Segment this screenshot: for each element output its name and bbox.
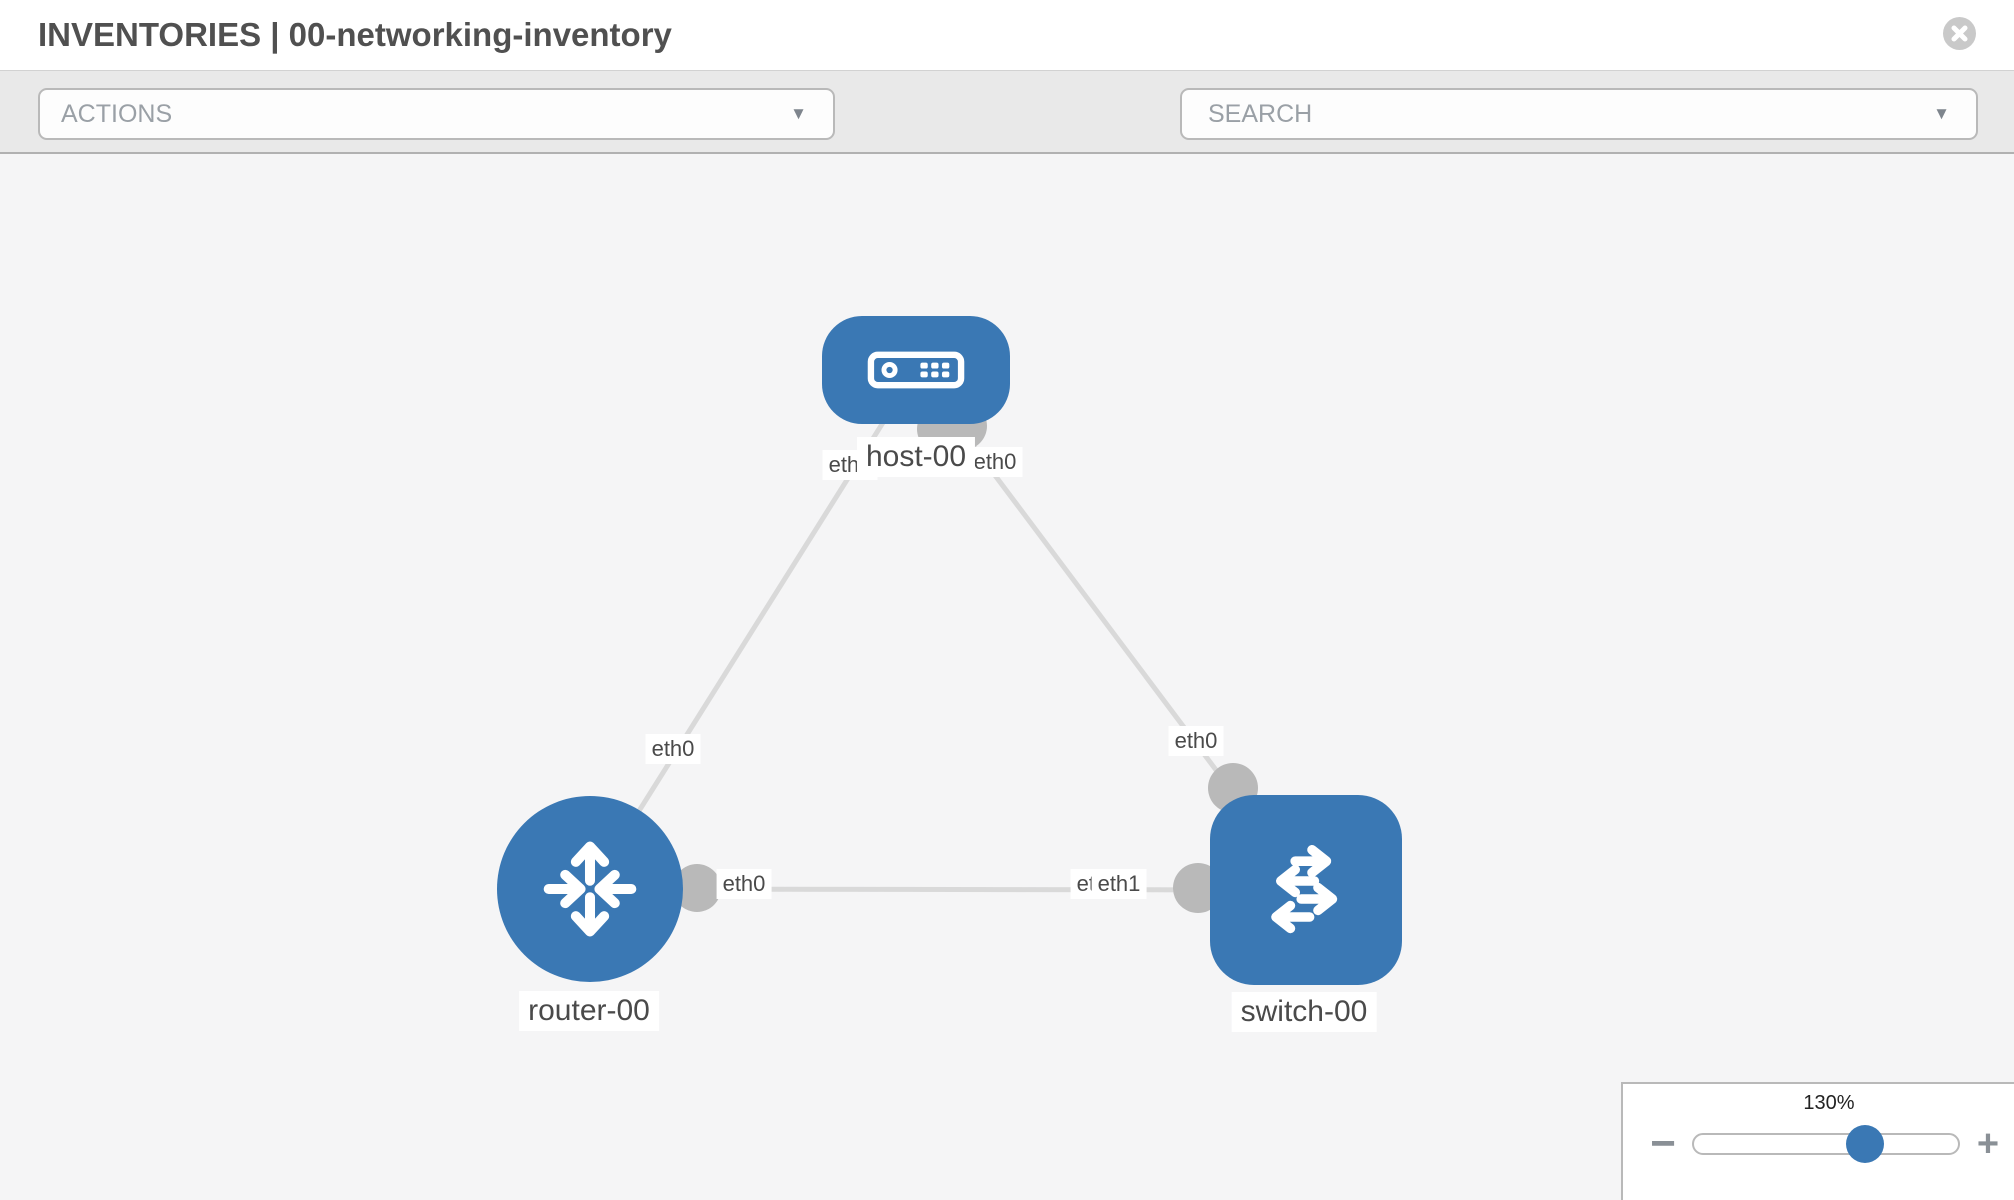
zoom-level: 130% [1803, 1092, 1855, 1114]
node-host-00[interactable] [822, 316, 1010, 424]
zoom-in-button[interactable]: + [1976, 1123, 2000, 1165]
node-label-switch: switch-00 [1231, 992, 1377, 1032]
interface-connector[interactable] [673, 864, 721, 912]
zoom-out-button[interactable]: − [1650, 1119, 1676, 1168]
interface-label: eth0 [1168, 726, 1224, 756]
actions-dropdown-label: ACTIONS [61, 99, 173, 128]
node-router-00[interactable] [497, 796, 683, 982]
switch-icon [1271, 845, 1338, 934]
close-icon [1951, 25, 1968, 42]
host-icon [867, 351, 965, 389]
toolbar: ACTIONS ▼ SEARCH ▼ [0, 70, 2014, 202]
interface-label: eth0 [967, 447, 1023, 477]
chevron-down-icon: ▼ [790, 104, 807, 123]
zoom-slider-track[interactable] [1692, 1133, 1960, 1155]
chevron-down-icon: ▼ [1933, 104, 1950, 123]
node-label-router: router-00 [519, 991, 659, 1031]
zoom-control-panel: 130% − + [1621, 1082, 2014, 1200]
close-button[interactable] [1943, 17, 1976, 50]
topology-canvas[interactable]: eth0 eth0 eth0 eth0 eth0 eth0 eth1 host-… [0, 154, 2014, 1200]
actions-dropdown[interactable]: ACTIONS ▼ [38, 88, 835, 140]
page-title: INVENTORIES | 00-networking-inventory [38, 16, 672, 53]
zoom-slider-thumb[interactable] [1846, 1125, 1884, 1163]
node-label-host: host-00 [856, 437, 976, 477]
links-layer [587, 368, 1308, 913]
search-dropdown[interactable]: SEARCH ▼ [1180, 88, 1978, 140]
router-icon [543, 841, 637, 937]
interface-label: eth0 [645, 734, 701, 764]
search-dropdown-label: SEARCH [1208, 99, 1313, 128]
header: INVENTORIES | 00-networking-inventory [0, 0, 2014, 70]
interface-label: eth0 [716, 869, 772, 899]
node-switch-00[interactable] [1210, 795, 1402, 985]
interface-label: eth1 [1091, 869, 1147, 899]
